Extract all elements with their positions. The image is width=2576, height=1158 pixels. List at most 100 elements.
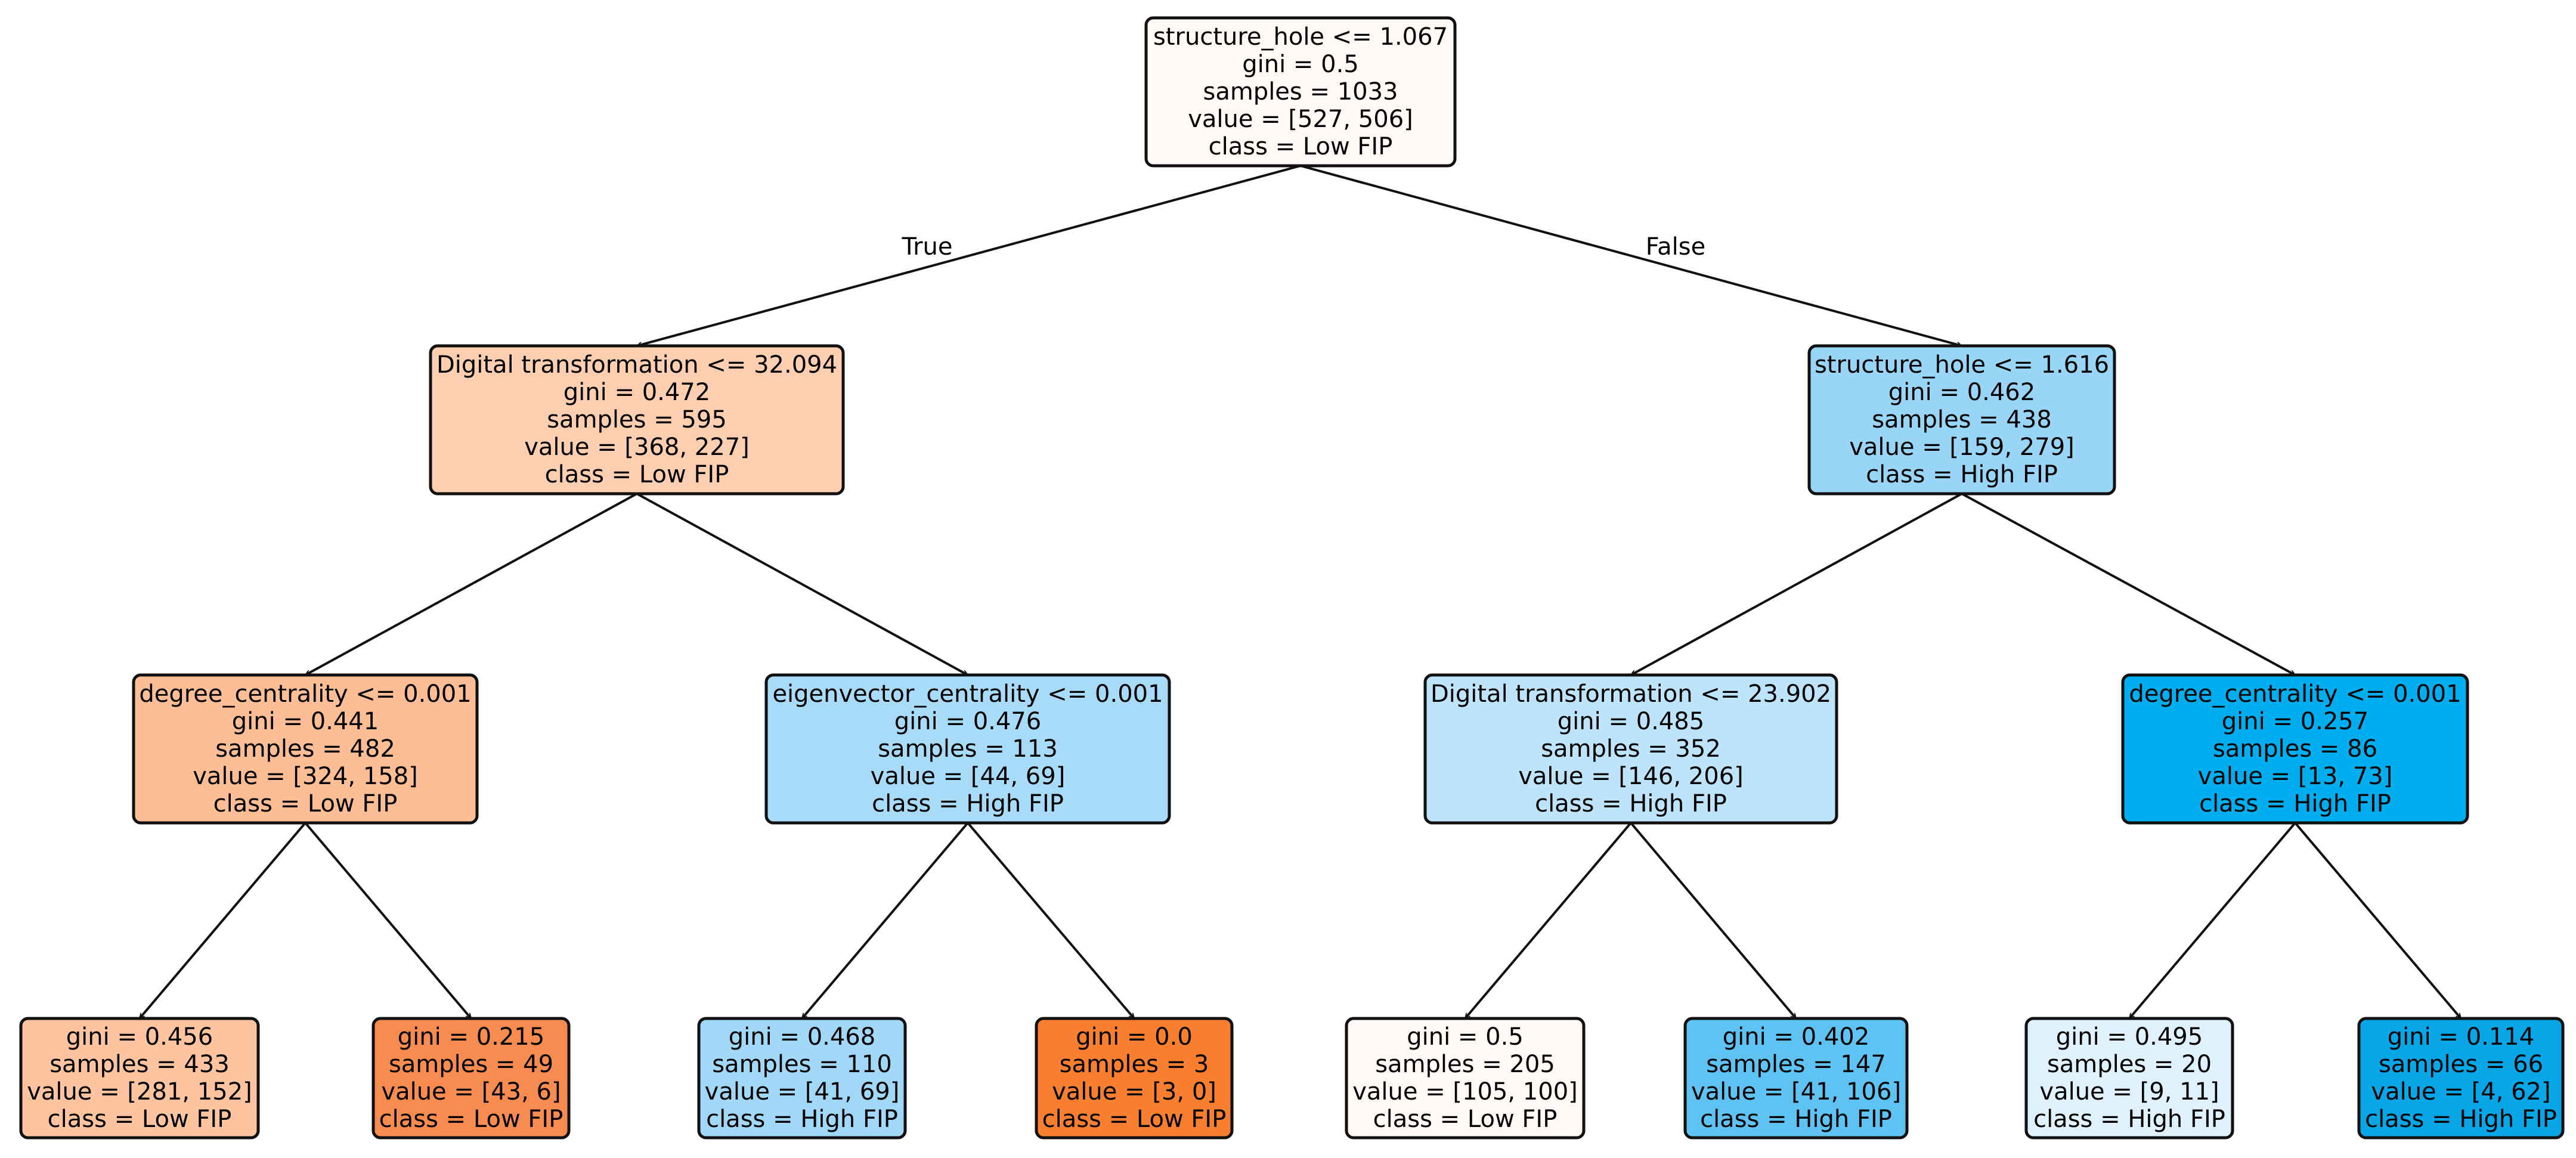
node-text-line: class = Low FIP — [379, 1106, 564, 1133]
node-text-line: gini = 0.5 — [1242, 51, 1359, 78]
node-box — [1144, 16, 1457, 168]
node-box — [19, 1017, 260, 1140]
node-text-line: samples = 20 — [2047, 1051, 2212, 1078]
edge-label-true: True — [902, 233, 953, 261]
node-text-line: class = Low FIP — [48, 1106, 232, 1133]
node-text-line: degree_centrality <= 0.001 — [139, 680, 471, 708]
node-text-line: value = [13, 73] — [2198, 763, 2393, 790]
node-text-line: samples = 113 — [878, 735, 1058, 763]
node-text-line: class = High FIP — [872, 790, 1064, 818]
edge-n5-to-l5 — [1464, 822, 1632, 1018]
edge-root-to-n2 — [1300, 165, 1962, 346]
node-box — [1035, 1017, 1234, 1140]
edge-n3-to-l2 — [304, 822, 472, 1018]
node-text-line: samples = 3 — [1060, 1051, 1209, 1078]
node-text-line: value = [527, 506] — [1188, 106, 1413, 133]
node-text-line: class = Low FIP — [1209, 133, 1393, 160]
node-text-line: class = High FIP — [706, 1106, 898, 1133]
node-box — [429, 344, 845, 496]
node-text-line: gini = 0.0 — [1076, 1023, 1193, 1051]
node-text-line: class = High FIP — [1535, 790, 1727, 818]
node-text-line: value = [9, 11] — [2039, 1078, 2219, 1106]
edge-root-to-n1 — [637, 165, 1301, 346]
node-box — [764, 673, 1171, 825]
node-text-line: class = Low FIP — [1373, 1106, 1558, 1133]
node-text-line: value = [146, 206] — [1518, 763, 1744, 790]
node-text-line: gini = 0.257 — [2222, 708, 2368, 735]
node-text-line: structure_hole <= 1.067 — [1153, 23, 1448, 51]
node-text-line: gini = 0.485 — [1558, 708, 1704, 735]
node-box — [132, 673, 479, 825]
node-text-line: samples = 482 — [215, 735, 395, 763]
node-text-line: Digital transformation <= 23.902 — [1431, 680, 1831, 708]
node-text-line: gini = 0.456 — [66, 1023, 213, 1051]
node-text-line: gini = 0.215 — [398, 1023, 544, 1051]
node-text-line: gini = 0.402 — [1723, 1023, 1869, 1051]
node-text-line: class = Low FIP — [545, 461, 729, 488]
node-text-line: value = [324, 158] — [193, 763, 418, 790]
node-text-line: samples = 433 — [49, 1051, 230, 1078]
node-text-line: gini = 0.476 — [894, 708, 1041, 735]
node-text-line: value = [105, 100] — [1352, 1078, 1578, 1106]
node-text-line: value = [44, 69] — [871, 763, 1066, 790]
node-text-line: degree_centrality <= 0.001 — [2129, 680, 2461, 708]
node-box — [2024, 1017, 2234, 1140]
node-box — [1807, 344, 2116, 496]
edge-n1-to-n3 — [305, 493, 637, 676]
node-text-line: samples = 49 — [389, 1051, 553, 1078]
node-text-line: value = [159, 279] — [1849, 434, 2075, 461]
node-text-line: gini = 0.495 — [2056, 1023, 2203, 1051]
node-text-line: Digital transformation <= 32.094 — [436, 351, 837, 379]
node-text-line: class = Low FIP — [1042, 1106, 1227, 1133]
node-text-line: gini = 0.441 — [232, 708, 379, 735]
node-text-line: value = [368, 227] — [524, 434, 750, 461]
edge-n3-to-l1 — [138, 822, 306, 1018]
edge-label-false: False — [1646, 233, 1705, 261]
node-text-line: gini = 0.472 — [564, 379, 710, 406]
node-box — [1683, 1017, 1909, 1140]
node-text-line: eigenvector_centrality <= 0.001 — [772, 680, 1163, 708]
node-box — [2121, 673, 2469, 825]
edges-layer — [138, 165, 2462, 1018]
node-text-line: samples = 1033 — [1203, 78, 1398, 106]
edge-n4-to-l3 — [801, 822, 969, 1018]
node-box — [2357, 1017, 2565, 1140]
node-text-line: samples = 438 — [1872, 406, 2052, 434]
node-text-line: samples = 110 — [712, 1051, 892, 1078]
edge-n2-to-n5 — [1631, 493, 1962, 676]
node-text-line: samples = 352 — [1541, 735, 1721, 763]
edge-n1-to-n4 — [636, 493, 968, 676]
edge-n2-to-n6 — [1961, 493, 2295, 676]
node-box — [371, 1017, 571, 1140]
edge-n5-to-l6 — [1630, 822, 1797, 1018]
node-text-line: gini = 0.5 — [1407, 1023, 1524, 1051]
node-box — [1345, 1017, 1586, 1140]
node-text-line: samples = 147 — [1706, 1051, 1886, 1078]
node-text-line: class = High FIP — [2365, 1106, 2557, 1133]
node-text-line: class = High FIP — [2199, 790, 2391, 818]
edge-n6-to-l7 — [2128, 822, 2296, 1018]
node-text-line: samples = 66 — [2379, 1051, 2543, 1078]
node-box — [1423, 673, 1838, 825]
node-text-line: samples = 595 — [547, 406, 727, 434]
edge-n4-to-l4 — [967, 822, 1135, 1018]
node-text-line: gini = 0.462 — [1888, 379, 2035, 406]
node-text-line: value = [41, 106] — [1691, 1078, 1901, 1106]
node-text-line: value = [3, 0] — [1052, 1078, 1216, 1106]
node-text-line: structure_hole <= 1.616 — [1815, 351, 2109, 379]
